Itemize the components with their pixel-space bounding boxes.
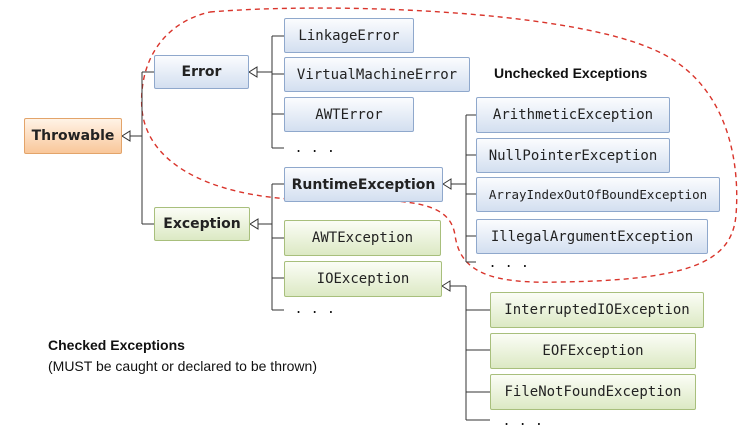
throwable-node: Throwable	[24, 118, 122, 154]
unchecked-exceptions-title: Unchecked Exceptions	[494, 65, 648, 81]
runtime-more-indicator: . . .	[490, 252, 531, 271]
linkage-error-node: LinkageError	[284, 18, 414, 53]
file-not-found-exception-node: FileNotFoundException	[490, 374, 696, 410]
runtime-links	[451, 114, 476, 263]
checked-exceptions-note: (MUST be caught or declared to be thrown…	[48, 358, 317, 374]
error-more-indicator: . . .	[296, 137, 337, 156]
io-exception-node: IOException	[284, 261, 442, 297]
awt-error-node: AWTError	[284, 97, 414, 132]
throwable-arrowhead	[121, 130, 131, 142]
runtime-exception-node: RuntimeException	[284, 167, 443, 202]
exception-links	[258, 183, 284, 311]
exception-more-indicator: . . .	[296, 298, 337, 317]
illegal-argument-exception-node: IllegalArgumentException	[476, 219, 708, 254]
exception-arrowhead	[249, 218, 259, 230]
io-links	[450, 285, 490, 421]
eof-exception-node: EOFException	[490, 333, 696, 369]
throwable-links	[130, 71, 154, 225]
error-links	[257, 35, 284, 149]
exception-node: Exception	[154, 207, 250, 241]
error-node: Error	[154, 55, 249, 89]
arithmetic-exception-node: ArithmeticException	[476, 97, 670, 133]
checked-exceptions-title: Checked Exceptions	[48, 337, 185, 353]
io-more-indicator: . . .	[504, 410, 545, 429]
error-arrowhead	[248, 66, 258, 78]
null-pointer-exception-node: NullPointerException	[476, 138, 670, 173]
io-arrowhead	[441, 280, 451, 292]
virtual-machine-error-node: VirtualMachineError	[284, 57, 470, 92]
awt-exception-node: AWTException	[284, 220, 441, 256]
runtime-arrowhead	[442, 178, 452, 190]
array-index-out-of-bound-exception-node: ArrayIndexOutOfBoundException	[476, 177, 720, 212]
interrupted-io-exception-node: InterruptedIOException	[490, 292, 704, 328]
